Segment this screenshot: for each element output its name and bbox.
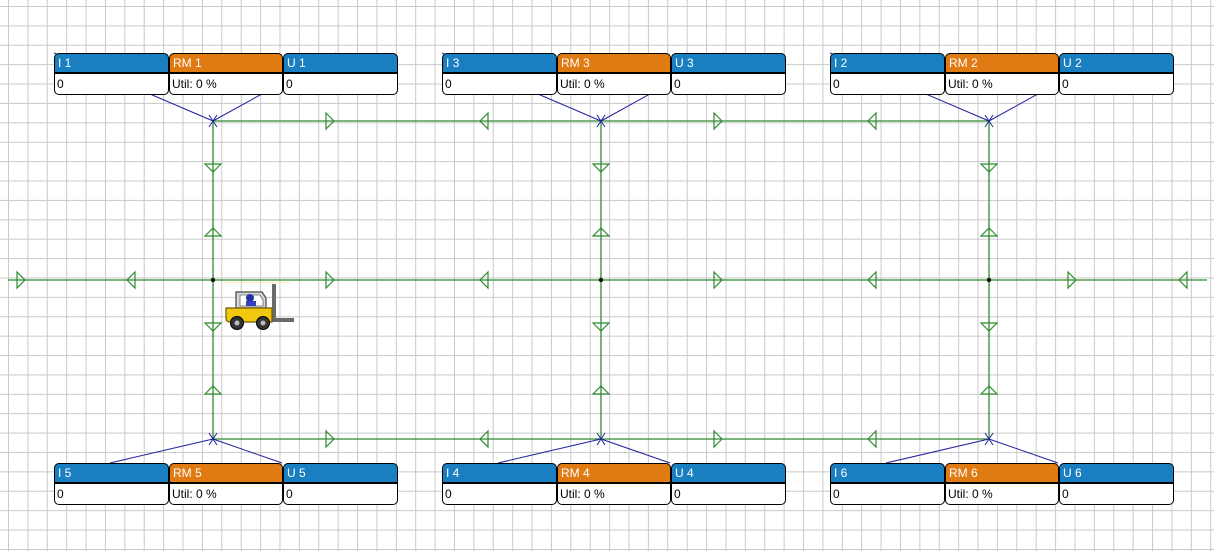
input-buffer-count: 0 (830, 483, 945, 505)
pickup-node-icon[interactable] (208, 114, 218, 128)
station-group-4[interactable]: I 4 RM 4 U 4 0 Util: 0 % 0 (442, 463, 786, 505)
output-buffer-header[interactable]: U 2 (1059, 53, 1174, 73)
arrow-up-icon (591, 385, 611, 395)
machine-header[interactable]: RM 4 (557, 463, 671, 483)
arrow-right-icon (713, 270, 723, 290)
arrow-left-icon (479, 270, 489, 290)
output-buffer-header[interactable]: U 4 (671, 463, 786, 483)
input-buffer-count: 0 (442, 483, 557, 505)
station-group-5[interactable]: I 5 RM 5 U 5 0 Util: 0 % 0 (54, 463, 398, 505)
direction-arrows (16, 111, 1188, 449)
output-buffer-header[interactable]: U 6 (1059, 463, 1174, 483)
arrow-up-icon (591, 227, 611, 237)
pickup-node-icon[interactable] (596, 114, 606, 128)
machine-utilization: Util: 0 % (169, 483, 283, 505)
path-nodes (210, 277, 992, 283)
arrow-down-icon (591, 322, 611, 332)
station-link (988, 438, 1059, 464)
arrow-left-icon (1178, 270, 1188, 290)
output-buffer-count: 0 (671, 73, 786, 95)
output-buffer-count: 0 (283, 73, 398, 95)
path-segments (8, 120, 1207, 440)
arrow-left-icon (867, 270, 877, 290)
station-group-6[interactable]: I 6 RM 6 U 6 0 Util: 0 % 0 (830, 463, 1174, 505)
output-buffer-count: 0 (1059, 483, 1174, 505)
machine-utilization: Util: 0 % (945, 483, 1059, 505)
arrow-down-icon (203, 322, 223, 332)
station-link (497, 438, 602, 464)
arrow-right-icon (16, 270, 26, 290)
junction-node[interactable] (210, 277, 216, 283)
machine-utilization: Util: 0 % (557, 483, 671, 505)
arrow-left-icon (479, 111, 489, 131)
machine-utilization: Util: 0 % (169, 73, 283, 95)
arrow-down-icon (203, 163, 223, 173)
pickup-node-icon[interactable] (984, 114, 994, 128)
input-buffer-header[interactable]: I 1 (54, 53, 169, 73)
output-buffer-header[interactable]: U 1 (283, 53, 398, 73)
input-buffer-count: 0 (830, 73, 945, 95)
input-buffer-header[interactable]: I 2 (830, 53, 945, 73)
arrow-right-icon (325, 270, 335, 290)
junction-node[interactable] (986, 277, 992, 283)
machine-utilization: Util: 0 % (557, 73, 671, 95)
input-buffer-count: 0 (54, 483, 169, 505)
pickup-node-icon[interactable] (984, 432, 994, 446)
forklift-icon[interactable] (222, 282, 296, 330)
arrow-down-icon (979, 163, 999, 173)
output-buffer-header[interactable]: U 3 (671, 53, 786, 73)
station-group-2[interactable]: I 2 RM 2 U 2 0 Util: 0 % 0 (830, 53, 1174, 95)
arrow-up-icon (203, 227, 223, 237)
arrow-right-icon (1067, 270, 1077, 290)
junction-node[interactable] (598, 277, 604, 283)
arrow-right-icon (713, 429, 723, 449)
output-buffer-count: 0 (283, 483, 398, 505)
output-buffer-count: 0 (671, 483, 786, 505)
machine-header[interactable]: RM 3 (557, 53, 671, 73)
machine-header[interactable]: RM 2 (945, 53, 1059, 73)
arrow-right-icon (325, 429, 335, 449)
station-group-3[interactable]: I 3 RM 3 U 3 0 Util: 0 % 0 (442, 53, 786, 95)
input-buffer-count: 0 (54, 73, 169, 95)
pickup-node-icon[interactable] (596, 432, 606, 446)
station-link (212, 438, 283, 464)
arrow-down-icon (979, 322, 999, 332)
arrow-down-icon (591, 163, 611, 173)
input-buffer-header[interactable]: I 3 (442, 53, 557, 73)
machine-header[interactable]: RM 1 (169, 53, 283, 73)
arrow-up-icon (979, 227, 999, 237)
input-buffer-count: 0 (442, 73, 557, 95)
arrow-left-icon (126, 270, 136, 290)
machine-utilization: Util: 0 % (945, 73, 1059, 95)
arrow-left-icon (867, 429, 877, 449)
pickup-node-icon[interactable] (208, 432, 218, 446)
station-link (885, 438, 990, 464)
input-buffer-header[interactable]: I 6 (830, 463, 945, 483)
machine-header[interactable]: RM 6 (945, 463, 1059, 483)
station-link (600, 438, 671, 464)
output-buffer-header[interactable]: U 5 (283, 463, 398, 483)
station-group-1[interactable]: I 1 RM 1 U 1 0 Util: 0 % 0 (54, 53, 398, 95)
arrow-up-icon (203, 385, 223, 395)
machine-header[interactable]: RM 5 (169, 463, 283, 483)
output-buffer-count: 0 (1059, 73, 1174, 95)
arrow-left-icon (867, 111, 877, 131)
arrow-up-icon (979, 385, 999, 395)
input-buffer-header[interactable]: I 4 (442, 463, 557, 483)
input-buffer-header[interactable]: I 5 (54, 463, 169, 483)
station-link (109, 438, 214, 464)
arrow-right-icon (713, 111, 723, 131)
arrow-right-icon (325, 111, 335, 131)
arrow-left-icon (479, 429, 489, 449)
